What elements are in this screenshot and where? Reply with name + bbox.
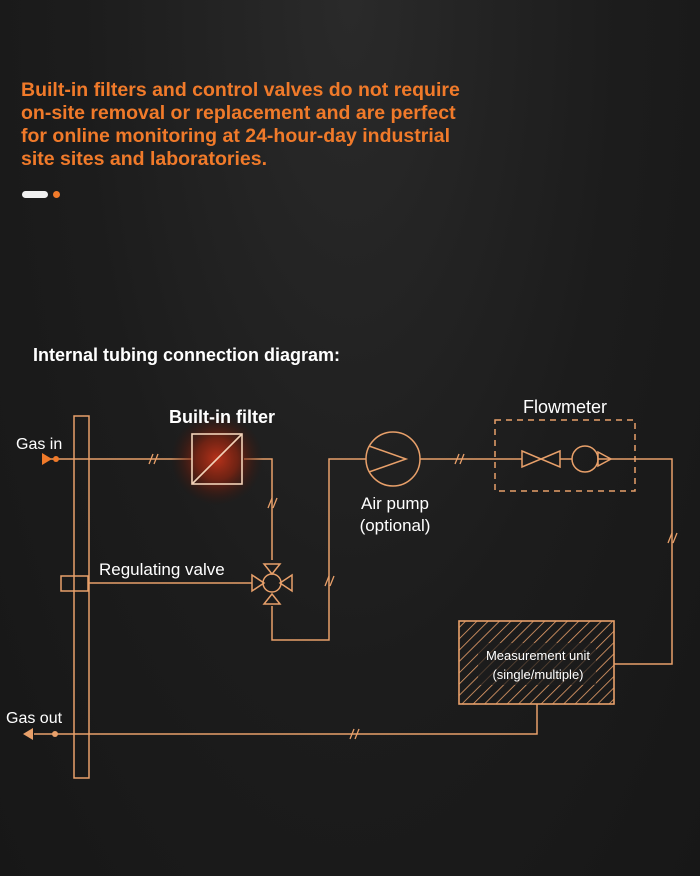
air-pump-label: Air pump [361, 494, 429, 513]
regulating-valve-icon [251, 563, 293, 605]
air-pump-note: (optional) [360, 516, 431, 535]
air-pump-icon [365, 431, 421, 487]
flowmeter-valve-icon [521, 449, 543, 469]
headline: Built-in filters and control valves do n… [21, 79, 460, 170]
gas-out-label: Gas out [6, 710, 63, 727]
flowmeter-label: Flowmeter [523, 397, 607, 417]
flowmeter-box [494, 419, 636, 492]
next-slide-dot[interactable] [53, 191, 60, 198]
gas-out-arrow-icon [23, 728, 33, 740]
flowmeter-gauge-icon [571, 445, 599, 473]
valve-to-pump-line [271, 458, 366, 641]
diagram-title: Internal tubing connection diagram: [33, 345, 341, 365]
regulating-valve-label: Regulating valve [99, 560, 225, 579]
measurement-unit-note: (single/multiple) [492, 667, 583, 682]
measurement-unit-label: Measurement unit [486, 648, 590, 663]
main-pipe [73, 415, 90, 779]
gas-in-arrow-icon [42, 453, 52, 465]
active-slide-pill[interactable] [22, 191, 48, 198]
gas-in-label: Gas in [16, 436, 62, 453]
built-in-filter-icon [191, 433, 243, 485]
unit-to-gas-out-line [34, 704, 538, 735]
filter-label: Built-in filter [169, 407, 275, 427]
pipe-break-marks [148, 453, 678, 740]
